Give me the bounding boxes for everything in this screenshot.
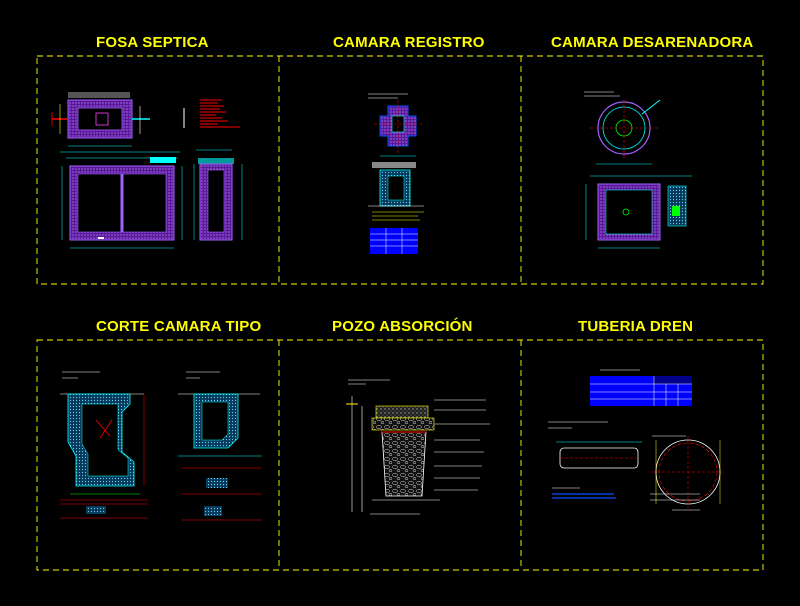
camara-registro-plan <box>368 93 424 157</box>
fosa-septica-plan <box>51 92 240 147</box>
pozo-absorcion-section <box>346 379 490 515</box>
sheet-title-camara-registro: CAMARA REGISTRO <box>333 34 485 51</box>
sheet-title-tuberia-dren: TUBERIA DREN <box>578 318 694 335</box>
tuberia-dren-longitudinal <box>548 421 642 499</box>
camara-desarenadora-plan <box>584 91 661 165</box>
sheet-title-fosa-septica: FOSA SEPTICA <box>96 34 209 51</box>
corte-camara-tipo-a <box>60 371 148 519</box>
tuberia-dren-circular-section <box>650 435 724 511</box>
fosa-septica-section <box>60 151 183 249</box>
sheet-title-pozo-absorcion: POZO ABSORCIÓN <box>332 318 473 335</box>
tuberia-dren-table <box>590 369 692 406</box>
corte-camara-tipo-b <box>178 371 262 521</box>
sheet-frames <box>36 55 764 571</box>
camara-registro-section <box>368 162 424 221</box>
camara-desarenadora-section <box>585 175 692 249</box>
camara-registro-table <box>370 228 418 254</box>
sheet-title-camara-desarenadora: CAMARA DESARENADORA <box>551 34 754 51</box>
fosa-septica-cross-section <box>193 149 243 241</box>
sheet-title-corte-camara-tipo: CORTE CAMARA TIPO <box>96 318 262 335</box>
